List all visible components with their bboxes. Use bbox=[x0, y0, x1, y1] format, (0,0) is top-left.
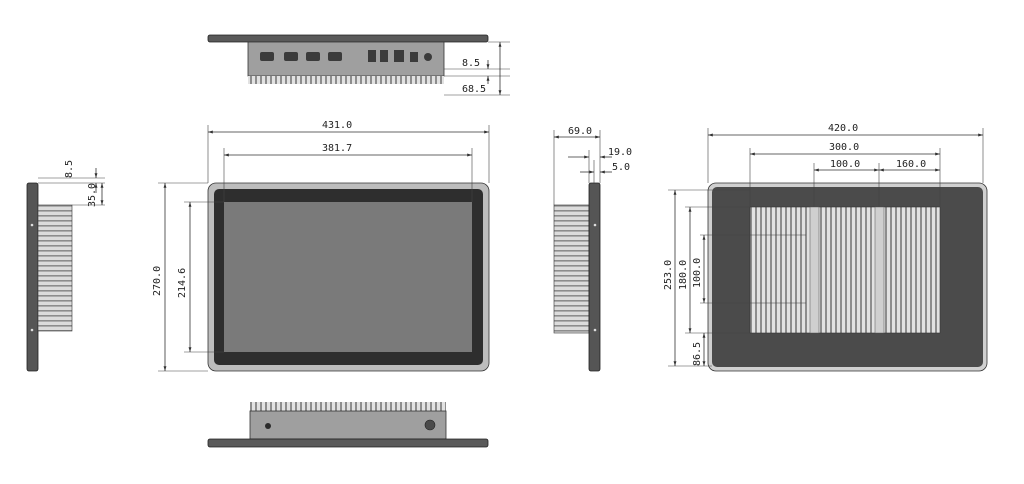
serial-port-1 bbox=[260, 52, 274, 61]
back-dim-300: 300.0 bbox=[829, 142, 859, 153]
left-bezel bbox=[26, 182, 39, 372]
io-ports bbox=[260, 50, 432, 62]
right-dim-69: 69.0 bbox=[568, 126, 592, 137]
back-dim-253: 253.0 bbox=[663, 260, 674, 290]
bottom-led bbox=[265, 423, 271, 429]
serial-port-4 bbox=[328, 52, 342, 61]
front-dim-381-7: 381.7 bbox=[322, 143, 352, 154]
back-rail-right bbox=[874, 206, 885, 334]
left-side-view: 8.5 35.0 bbox=[26, 160, 105, 372]
back-dim-86-5: 86.5 bbox=[692, 342, 703, 366]
lan-port bbox=[394, 50, 404, 62]
usb-port-1 bbox=[368, 50, 376, 62]
top-dim-68-5: 68.5 bbox=[462, 84, 486, 95]
front-dim-214-6: 214.6 bbox=[177, 268, 188, 298]
top-fins bbox=[248, 76, 444, 84]
bottom-fins bbox=[250, 402, 446, 411]
right-housing bbox=[553, 204, 590, 334]
right-side-view: 69.0 19.0 5.0 bbox=[553, 126, 632, 372]
usb-port-2 bbox=[380, 50, 388, 62]
left-dim-8-5: 8.5 bbox=[64, 160, 75, 178]
right-dim-19: 19.0 bbox=[608, 147, 632, 158]
front-dim-270: 270.0 bbox=[152, 266, 163, 296]
front-dim-431: 431.0 bbox=[322, 120, 352, 131]
back-view: 420.0 300.0 100.0 160.0 253.0 180.0 100.… bbox=[663, 123, 988, 372]
back-dim-180: 180.0 bbox=[678, 260, 689, 290]
front-view: 431.0 381.7 270.0 214.6 bbox=[152, 120, 490, 372]
hdmi-port bbox=[410, 52, 418, 62]
power-jack bbox=[424, 53, 432, 61]
bottom-view bbox=[207, 402, 489, 448]
serial-port-2 bbox=[284, 52, 298, 61]
top-view: 8.5 68.5 bbox=[207, 34, 510, 96]
left-housing bbox=[37, 204, 73, 332]
back-dim-160: 160.0 bbox=[896, 159, 926, 170]
right-dim-5: 5.0 bbox=[612, 162, 630, 173]
back-dim-100-a: 100.0 bbox=[830, 159, 860, 170]
back-dim-420: 420.0 bbox=[828, 123, 858, 134]
serial-port-3 bbox=[306, 52, 320, 61]
left-dim-35: 35.0 bbox=[87, 183, 98, 207]
back-rail-left bbox=[809, 206, 820, 334]
top-dim-8-5: 8.5 bbox=[462, 58, 480, 69]
right-bezel bbox=[588, 182, 601, 372]
bottom-button bbox=[424, 419, 436, 431]
back-dim-100-b: 100.0 bbox=[692, 258, 703, 288]
bottom-bezel bbox=[207, 438, 489, 448]
back-heatsink bbox=[749, 206, 941, 334]
front-screen bbox=[224, 202, 472, 352]
top-bezel bbox=[207, 34, 489, 43]
bottom-housing bbox=[249, 410, 447, 440]
